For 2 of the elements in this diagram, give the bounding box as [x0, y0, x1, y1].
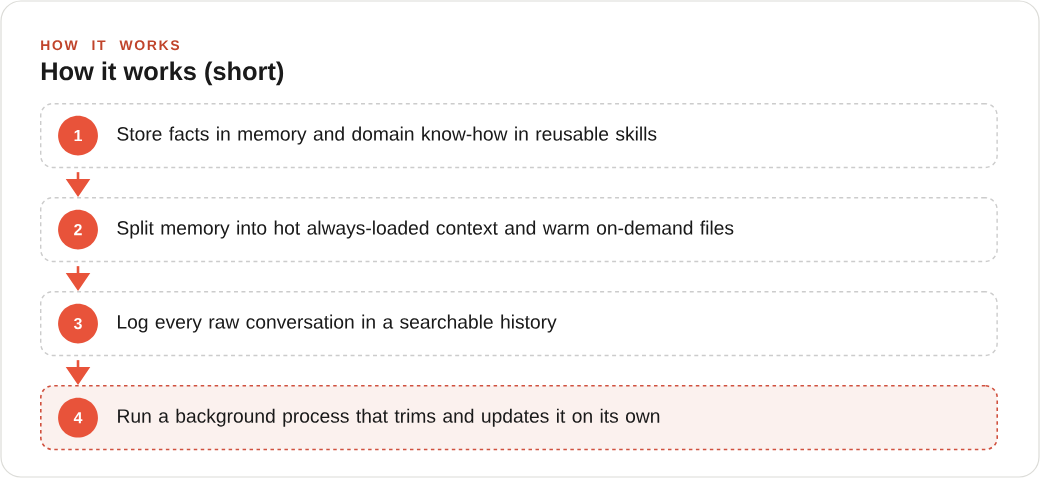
section-label: HOW IT WORKS	[41, 40, 180, 51]
title: How it works (short)	[41, 61, 284, 86]
